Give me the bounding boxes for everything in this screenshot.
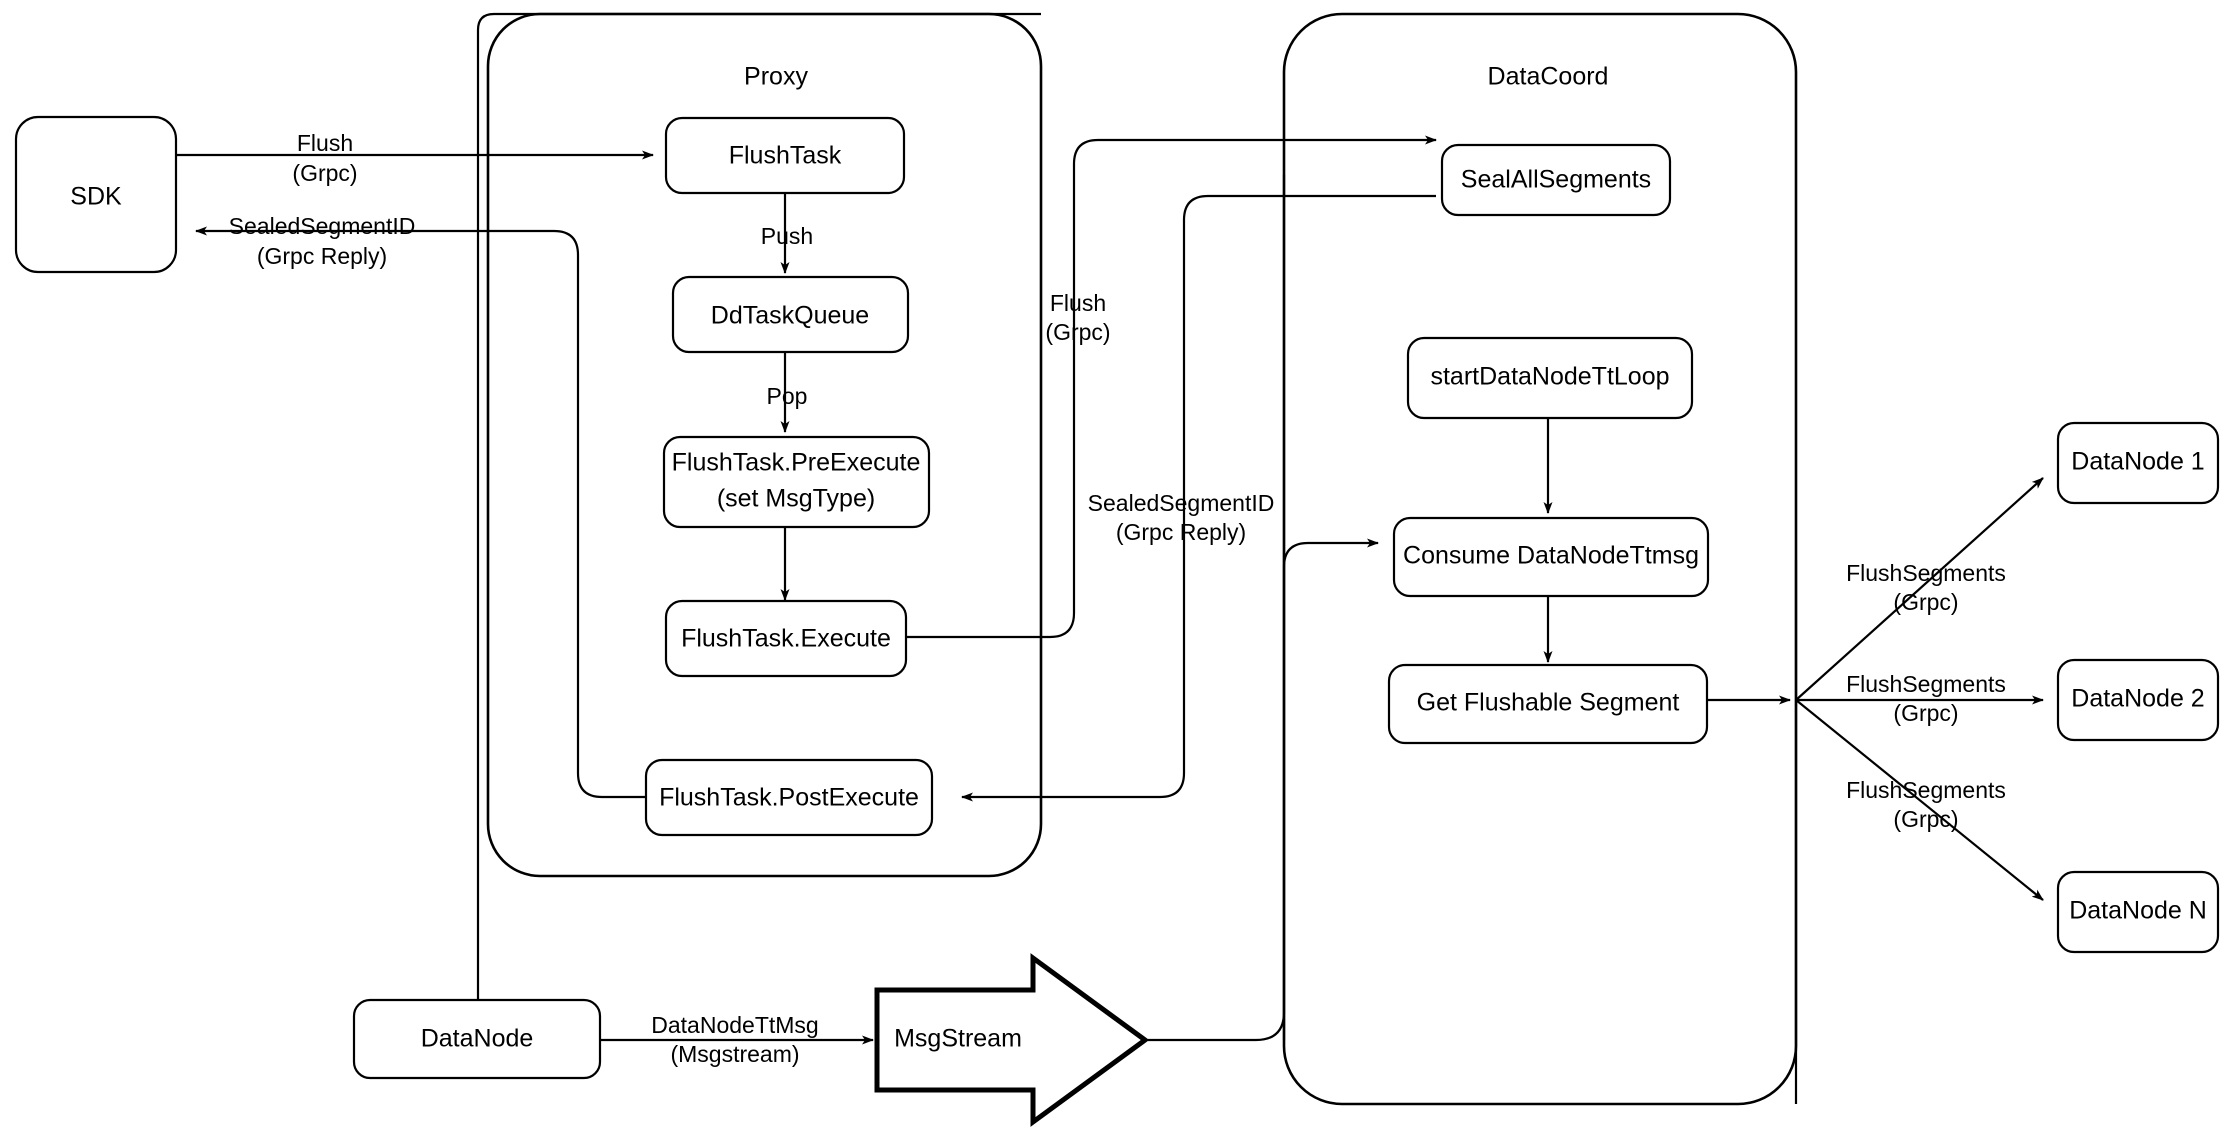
proxy-container-label: Proxy [744, 63, 808, 91]
datacoord-container-label: DataCoord [1488, 63, 1609, 91]
node-datanode-n[interactable]: DataNode N [2056, 870, 2220, 954]
edge-junction-to-datanode-n [1795, 699, 2044, 901]
node-flushtask-preexecute[interactable]: FlushTask.PreExecute (set MsgType) [662, 435, 931, 529]
seal-all-segments-box[interactable] [1440, 143, 1672, 217]
label-flushsegments-n: FlushSegments (Grpc) [1846, 777, 2006, 832]
node-msgstream[interactable]: MsgStream [874, 953, 1150, 1127]
node-datanode-2[interactable]: DataNode 2 [2056, 658, 2220, 742]
dd-task-queue-box[interactable] [671, 275, 910, 354]
node-flushtask-postexecute[interactable]: FlushTask.PostExecute [644, 758, 934, 837]
flushtask-execute-box[interactable] [664, 599, 908, 678]
label-datanode-ttmsg: DataNodeTtMsg (Msgstream) [651, 1012, 818, 1067]
node-datanode-bottom[interactable]: DataNode [352, 998, 602, 1080]
seal-all-segments-label: SealAllSegments [1461, 166, 1651, 194]
node-flushtask-execute[interactable]: FlushTask.Execute [664, 599, 908, 678]
flushtask-preexecute-box[interactable] [662, 435, 931, 529]
datanode-n-label: DataNode N [2069, 897, 2207, 925]
flush-task-label: FlushTask [729, 142, 842, 170]
node-dd-task-queue[interactable]: DdTaskQueue [671, 275, 910, 354]
datanode-bottom-label: DataNode [421, 1025, 534, 1053]
label-sdk-to-proxy: Flush (Grpc) [292, 130, 357, 186]
label-flushsegments-1: FlushSegments (Grpc) [1846, 560, 2006, 615]
flushsegments-1-label-line1: FlushSegments [1846, 560, 2006, 586]
consume-datanode-ttmsg-label: Consume DataNodeTtmsg [1403, 542, 1699, 570]
flush-grpc-label-line1: Flush [297, 130, 353, 156]
consume-datanode-ttmsg-box[interactable] [1392, 516, 1710, 598]
datanode-bottom-box[interactable] [352, 998, 602, 1080]
sdk-box[interactable] [14, 115, 178, 274]
edge-proxy-trunk-top-curve [476, 12, 1041, 31]
flushtask-postexecute-label: FlushTask.PostExecute [659, 784, 919, 812]
datanode-1-label: DataNode 1 [2071, 448, 2204, 476]
label-datacoord-to-proxy-sealed: SealedSegmentID (Grpc Reply) [1088, 490, 1275, 545]
datacoord-sealedsegmentid-label-line1: SealedSegmentID [1088, 490, 1275, 516]
label-flushsegments-2: FlushSegments (Grpc) [1846, 671, 2006, 726]
flush-task-box[interactable] [664, 116, 906, 195]
flushsegments-n-label-line1: FlushSegments [1846, 777, 2006, 803]
dd-task-queue-label: DdTaskQueue [711, 302, 869, 330]
datanode-2-box[interactable] [2056, 658, 2220, 742]
flushsegments-n-label-line2: (Grpc) [1893, 806, 1958, 832]
datanode-2-label: DataNode 2 [2071, 685, 2204, 713]
edge-junction-to-datanode-1 [1795, 477, 2044, 701]
datanode-ttmsg-label-line2: (Msgstream) [670, 1041, 799, 1067]
flushtask-execute-label: FlushTask.Execute [681, 625, 891, 653]
flushtask-postexecute-box[interactable] [644, 758, 934, 837]
edge-execute-to-sealallsegments [906, 135, 1437, 639]
get-flushable-segment-box[interactable] [1387, 663, 1709, 745]
datanode-ttmsg-label-line1: DataNodeTtMsg [651, 1012, 818, 1038]
node-seal-all-segments[interactable]: SealAllSegments [1440, 143, 1672, 217]
node-consume-datanode-ttmsg[interactable]: Consume DataNodeTtmsg [1392, 516, 1710, 598]
node-datanode-1[interactable]: DataNode 1 [2056, 421, 2220, 505]
node-start-datanode-tt-loop[interactable]: startDataNodeTtLoop [1406, 336, 1694, 420]
node-sdk[interactable]: SDK [14, 115, 178, 274]
proxy-flush-grpc-label-line1: Flush [1050, 290, 1106, 316]
get-flushable-segment-label: Get Flushable Segment [1417, 689, 1680, 717]
start-datanode-tt-loop-box[interactable] [1406, 336, 1694, 420]
flushsegments-2-label-line2: (Grpc) [1893, 700, 1958, 726]
datanode-n-box[interactable] [2056, 870, 2220, 954]
msgstream-label: MsgStream [894, 1025, 1022, 1053]
edge-postexecute-to-sdk [195, 226, 645, 799]
sealedsegmentid-reply-label-line1: SealedSegmentID [229, 213, 416, 239]
flushtask-preexecute-label-line2: (set MsgType) [717, 485, 875, 513]
datanode-1-box[interactable] [2056, 421, 2220, 505]
label-proxy-to-sdk: SealedSegmentID (Grpc Reply) [229, 213, 416, 269]
flushtask-preexecute-label-line1: FlushTask.PreExecute [672, 449, 921, 477]
node-get-flushable-segment[interactable]: Get Flushable Segment [1387, 663, 1709, 745]
push-label: Push [761, 223, 813, 249]
edge-sealallsegments-to-postexecute [961, 194, 1436, 802]
datacoord-sealedsegmentid-label-line2: (Grpc Reply) [1116, 519, 1246, 545]
label-proxy-to-datacoord-flush: Flush (Grpc) [1045, 290, 1110, 345]
proxy-flush-grpc-label-line2: (Grpc) [1045, 319, 1110, 345]
flush-grpc-label-line2: (Grpc) [292, 160, 357, 186]
msgstream-shape[interactable] [874, 953, 1150, 1127]
start-datanode-tt-loop-label: startDataNodeTtLoop [1430, 363, 1669, 391]
flushsegments-2-label-line1: FlushSegments [1846, 671, 2006, 697]
edge-msgstream-to-consume [1148, 538, 1379, 1042]
sdk-label: SDK [70, 183, 122, 211]
flushsegments-1-label-line2: (Grpc) [1893, 589, 1958, 615]
node-flush-task[interactable]: FlushTask [664, 116, 906, 195]
sealedsegmentid-reply-label-line2: (Grpc Reply) [257, 243, 387, 269]
pop-label: Pop [767, 383, 808, 409]
